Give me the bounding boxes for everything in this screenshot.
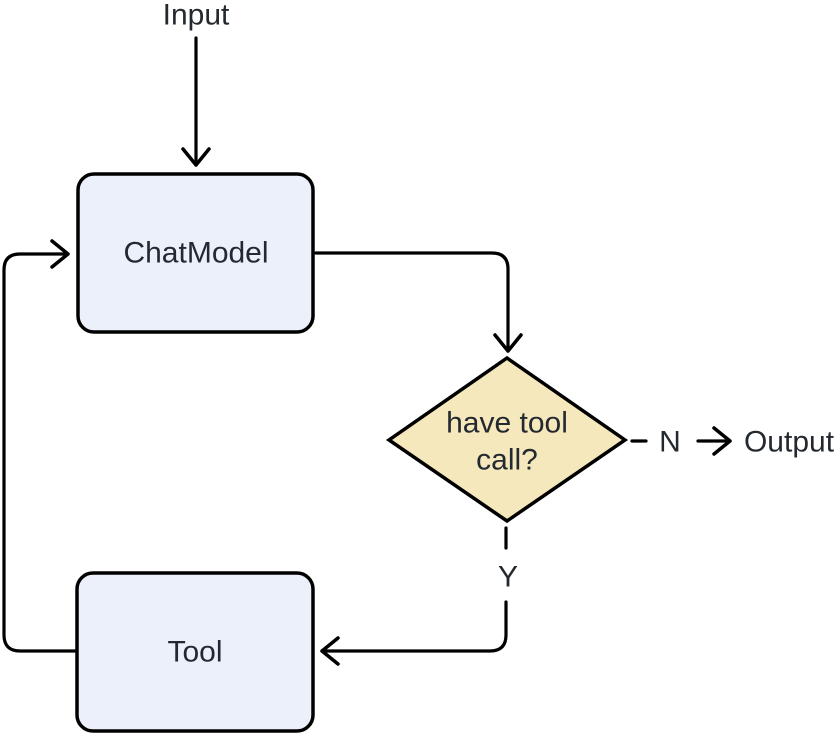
- decision-label-line2: call?: [476, 444, 538, 477]
- edge-tool-to-chatmodel-loop: [2, 239, 77, 653]
- node-decision: [385, 355, 629, 524]
- output-label: Output: [744, 426, 835, 459]
- edge-chatmodel-to-decision: [314, 251, 523, 353]
- edge-no-label: N: [659, 426, 681, 459]
- input-label: Input: [163, 0, 230, 32]
- edge-yes-to-tool: [320, 600, 508, 666]
- decision-label-line1: have tool: [446, 407, 568, 440]
- chatmodel-label: ChatModel: [123, 237, 268, 270]
- tool-label: Tool: [167, 636, 222, 669]
- node-tool: [75, 571, 315, 733]
- node-chatmodel: [76, 172, 315, 334]
- edge-yes-label: Y: [498, 561, 518, 594]
